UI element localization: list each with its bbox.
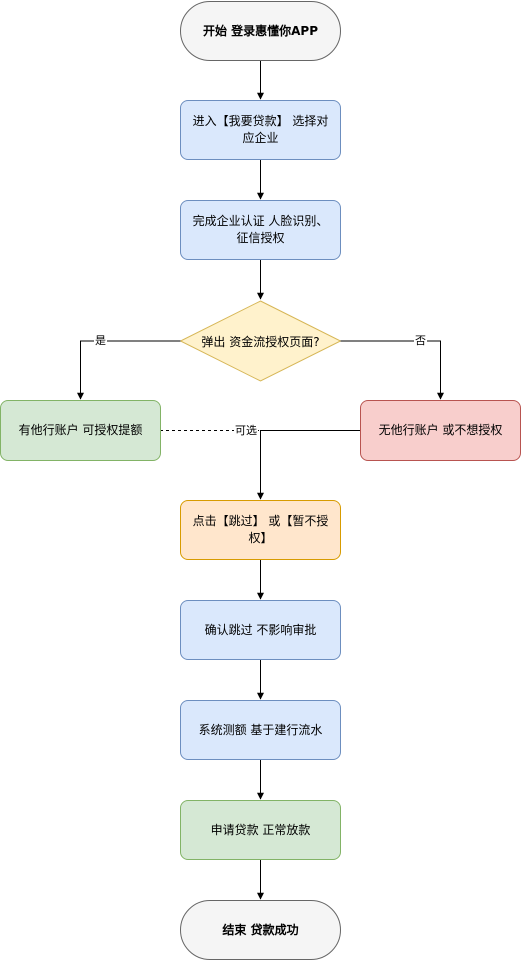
edge-decision-no [340,340,444,400]
apply-loan-node-label: 申请贷款 正常放款 [210,822,311,837]
edge-no-account-to-skip [257,430,360,500]
click-skip-node: 点击【跳过】 或【暂不授权】 [180,500,341,560]
confirm-skip-node-label: 确认跳过 不影响审批 [204,622,317,637]
decision-diamond [179,300,342,382]
end-node-label: 结束 贷款成功 [222,922,299,937]
system-eval-node-label: 系统测额 基于建行流水 [198,722,323,737]
enter-loan-node-label: 进入【我要贷款】 选择对应企业 [192,114,329,145]
edge-label-yes: 是 [94,334,107,347]
has-account-node: 有他行账户 可授权提额 [0,400,161,461]
edge-label-optional: 可选 [234,424,258,437]
decision-label: 弹出 资金流授权页面? [201,334,320,349]
apply-loan-node: 申请贷款 正常放款 [180,800,341,860]
system-eval-node: 系统测额 基于建行流水 [180,700,341,760]
end-node: 结束 贷款成功 [180,900,341,960]
complete-auth-node-label: 完成企业认证 人脸识别、征信授权 [192,214,329,245]
no-account-node: 无他行账户 或不想授权 [360,400,521,461]
has-account-node-label: 有他行账户 可授权提额 [18,423,143,437]
confirm-skip-node: 确认跳过 不影响审批 [180,600,341,660]
complete-auth-node: 完成企业认证 人脸识别、征信授权 [180,200,341,260]
edge-label-no: 否 [414,334,427,347]
edge-decision-yes [77,340,181,400]
no-account-node-label: 无他行账户 或不想授权 [378,423,503,437]
click-skip-node-label: 点击【跳过】 或【暂不授权】 [192,514,329,545]
start-node: 开始 登录惠懂你APP [180,1,341,61]
start-node-label: 开始 登录惠懂你APP [202,23,319,38]
enter-loan-node: 进入【我要贷款】 选择对应企业 [180,100,341,160]
